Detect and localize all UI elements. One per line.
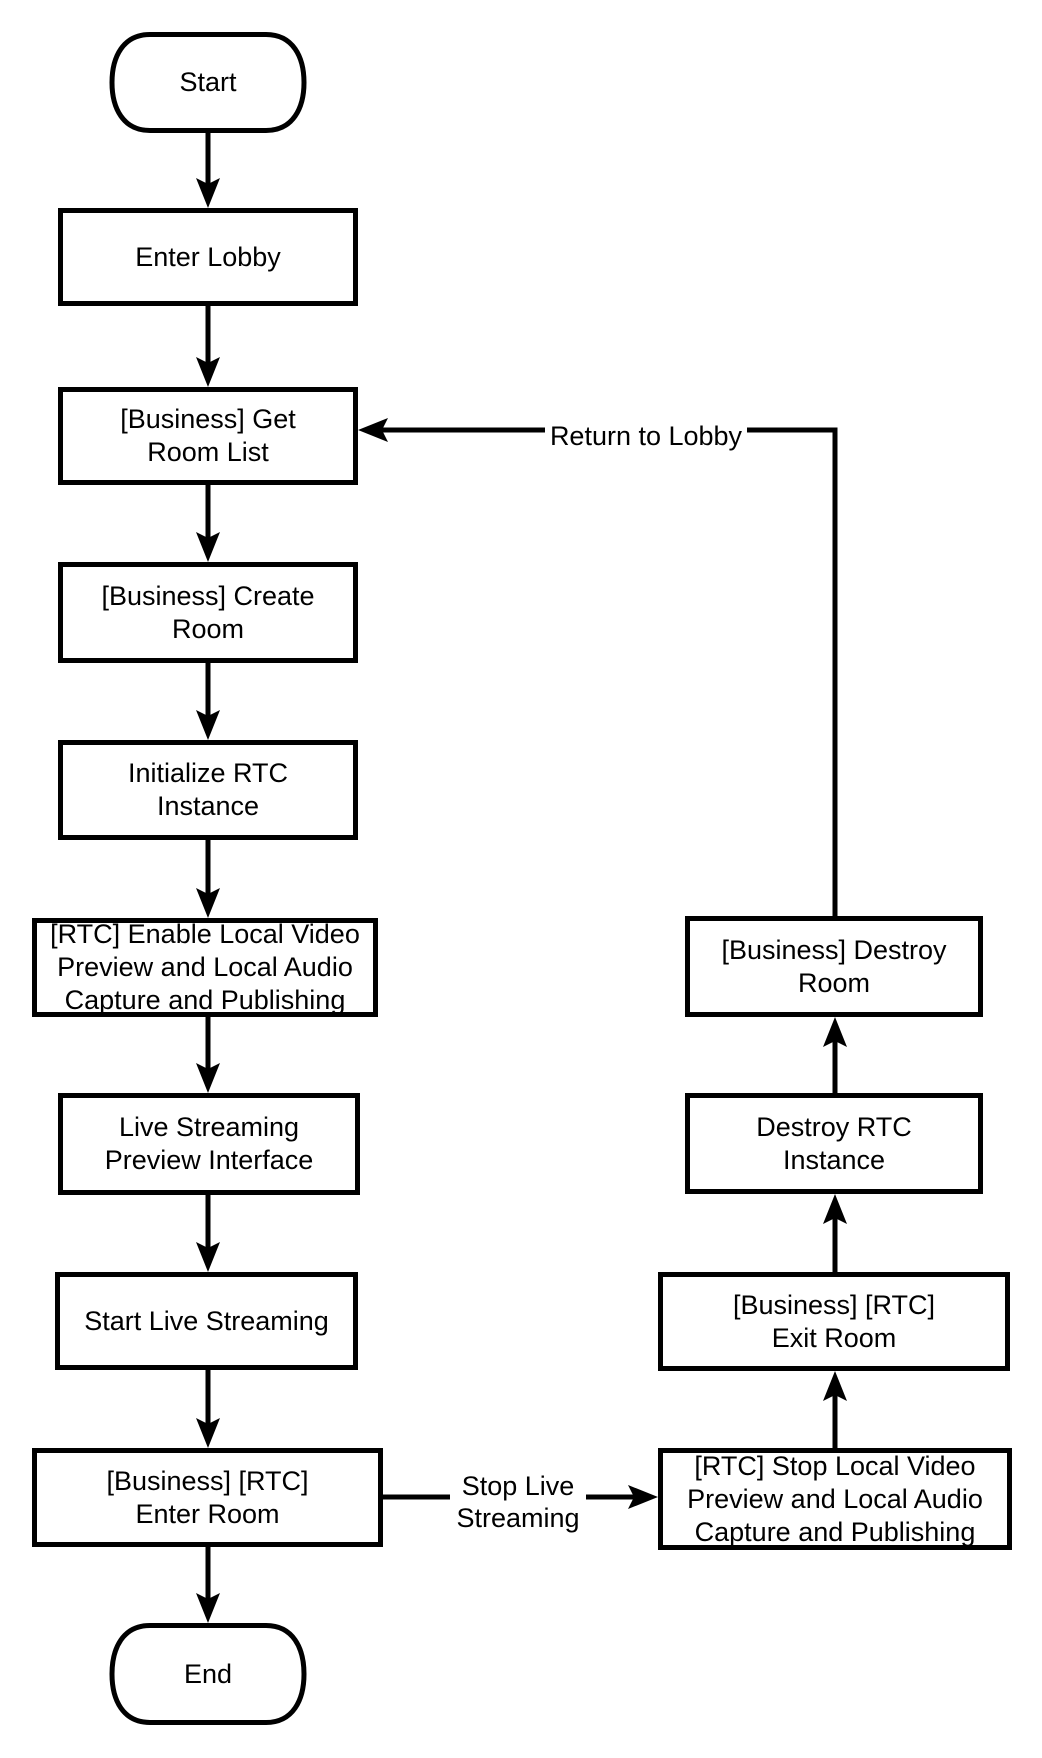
edge-stop-local-av-to-exit-room xyxy=(823,1371,847,1448)
flow-node-get-room-list: [Business] Get Room List xyxy=(58,387,358,485)
edge-exit-room-to-destroy-rtc xyxy=(823,1194,847,1272)
flow-node-live-preview: Live Streaming Preview Interface xyxy=(58,1093,360,1195)
flow-node-get-room-list-label: [Business] Get Room List xyxy=(120,404,296,467)
flow-node-live-preview-label: Live Streaming Preview Interface xyxy=(104,1112,314,1175)
edge-start-to-enter-lobby xyxy=(196,133,220,208)
flow-node-enter-room-label: [Business] [RTC] Enter Room xyxy=(106,1465,309,1529)
edge-label-stop-live-streaming-text: Stop Live Streaming xyxy=(456,1471,580,1533)
edge-start-live-to-enter-room xyxy=(196,1370,220,1448)
flow-node-start-live-label: Start Live Streaming xyxy=(84,1305,329,1336)
flow-node-destroy-room-label: [Business] Destroy Room xyxy=(721,934,947,998)
flow-node-stop-local-av-label: [RTC] Stop Local Video Preview and Local… xyxy=(687,1450,983,1547)
flow-node-end-label: End xyxy=(183,1658,233,1689)
edge-enter-lobby-to-get-room-list xyxy=(196,306,220,387)
edge-create-room-to-init-rtc xyxy=(196,663,220,740)
flow-node-exit-room-label: [Business] [RTC] Exit Room xyxy=(732,1289,936,1353)
edge-get-room-list-to-create-room xyxy=(196,485,220,562)
flow-node-start-live: Start Live Streaming xyxy=(55,1272,358,1370)
edge-destroy-room-to-get-room-list xyxy=(358,418,838,916)
edge-init-rtc-to-enable-local-av xyxy=(196,840,220,918)
flow-node-destroy-rtc-label: Destroy RTC Instance xyxy=(756,1111,912,1175)
flow-node-destroy-rtc: Destroy RTC Instance xyxy=(685,1093,983,1194)
flow-node-destroy-room: [Business] Destroy Room xyxy=(685,916,983,1017)
flow-node-enable-local-av-label: [RTC] Enable Local Video Preview and Loc… xyxy=(50,919,360,1015)
flow-node-enable-local-av: [RTC] Enable Local Video Preview and Loc… xyxy=(32,918,378,1017)
edge-label-stop-live-streaming: Stop Live Streaming xyxy=(450,1469,586,1535)
edge-enable-local-av-to-live-preview xyxy=(196,1017,220,1093)
end-terminator-shape xyxy=(109,1623,307,1725)
start-terminator-shape xyxy=(109,32,307,133)
flow-node-start: Start xyxy=(110,32,306,133)
edge-label-return-to-lobby-text: Return to Lobby xyxy=(549,421,743,451)
edge-enter-room-to-end xyxy=(196,1547,220,1623)
flow-node-init-rtc-label: Initialize RTC Instance xyxy=(127,758,289,821)
flow-node-end: End xyxy=(110,1623,306,1725)
flow-node-start-label: Start xyxy=(179,67,237,97)
flow-node-exit-room: [Business] [RTC] Exit Room xyxy=(658,1272,1010,1371)
flow-node-enter-room: [Business] [RTC] Enter Room xyxy=(32,1448,383,1547)
flow-node-stop-local-av: [RTC] Stop Local Video Preview and Local… xyxy=(658,1448,1012,1550)
flow-node-enter-lobby: Enter Lobby xyxy=(58,208,358,306)
edge-live-preview-to-start-live xyxy=(196,1195,220,1272)
flow-node-create-room-label: [Business] Create Room xyxy=(101,580,315,644)
flow-node-init-rtc: Initialize RTC Instance xyxy=(58,740,358,840)
edge-destroy-rtc-to-destroy-room xyxy=(823,1017,847,1093)
flow-node-enter-lobby-label: Enter Lobby xyxy=(135,241,281,272)
flow-node-create-room: [Business] Create Room xyxy=(58,562,358,663)
edge-label-return-to-lobby: Return to Lobby xyxy=(545,415,747,457)
